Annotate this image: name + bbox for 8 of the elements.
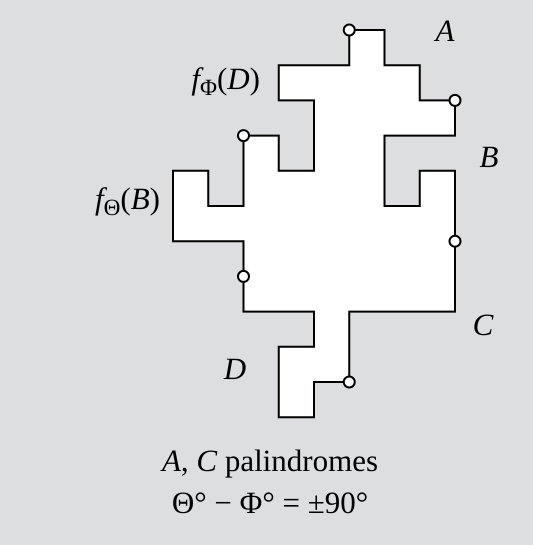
variable-label: A: [432, 12, 456, 50]
variable-label: B: [478, 138, 500, 176]
variable-label: C: [472, 306, 494, 344]
variable-label: f$_{Φ}$(D): [190, 60, 260, 98]
note-text: Θ° − Φ° = ±90°: [170, 484, 370, 522]
variable-label: D: [222, 350, 248, 388]
note-text: A, C palindromes: [159, 442, 380, 480]
variable-label: f$_{Θ}$(B): [94, 180, 160, 218]
